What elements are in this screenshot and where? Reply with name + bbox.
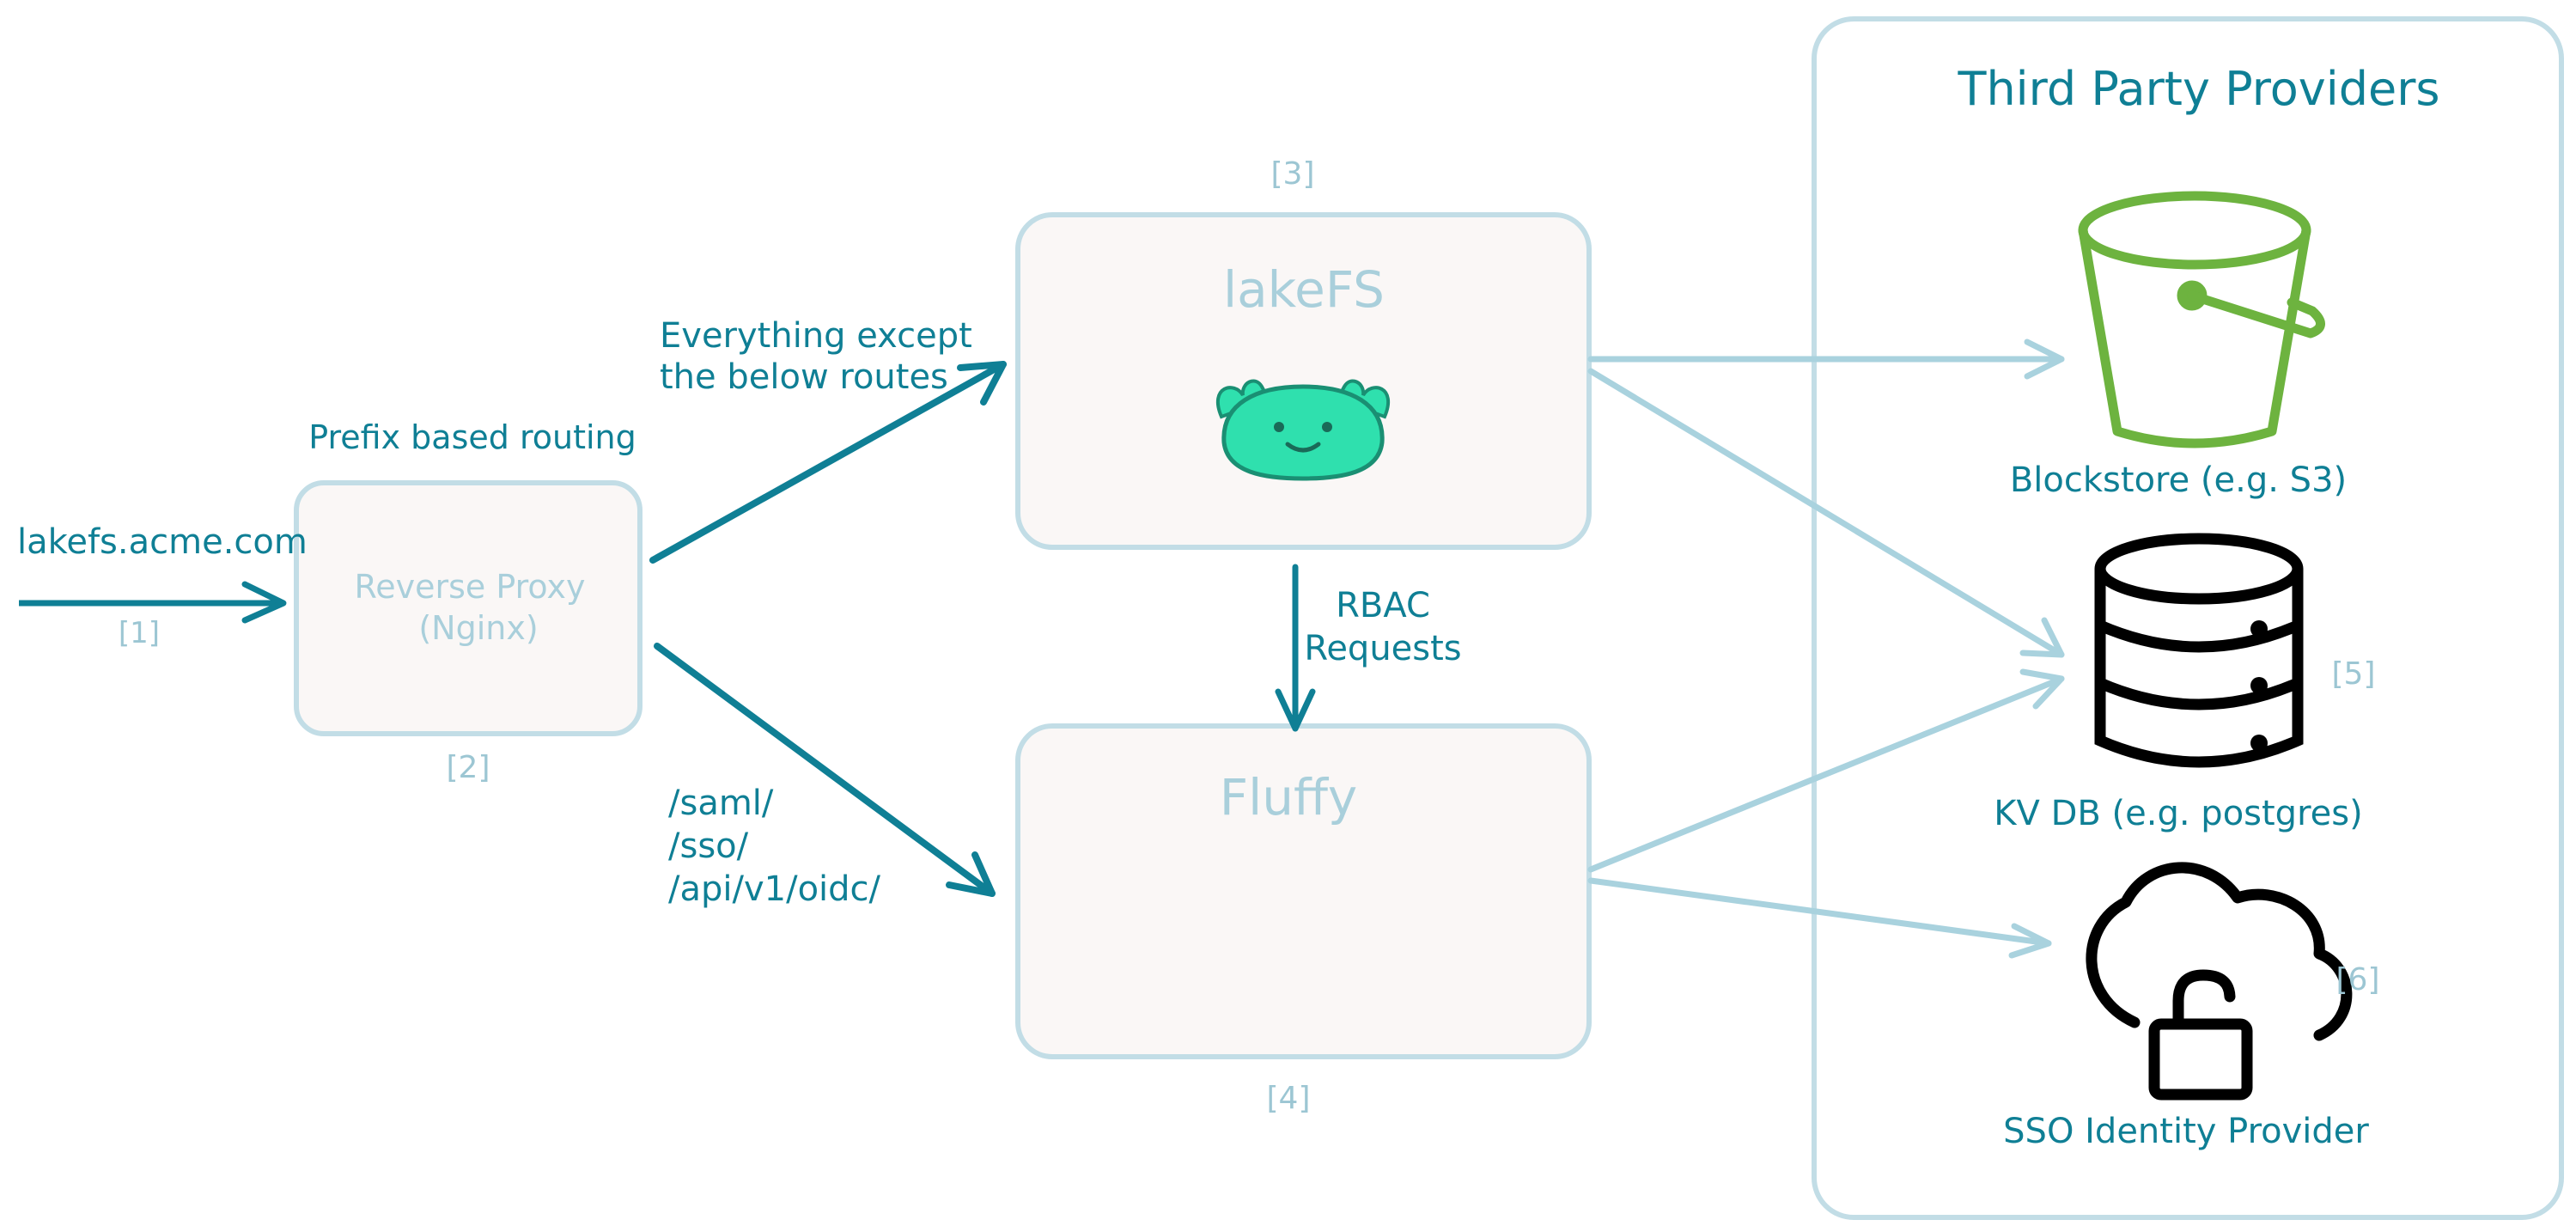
route-sso-label-2: /sso/: [668, 826, 749, 866]
entry-ref: [1]: [119, 616, 160, 650]
route-main-arrow: [649, 361, 1007, 564]
sso-label: SSO Identity Provider: [2003, 1112, 2369, 1151]
database-icon: [2094, 533, 2304, 768]
routing-label: Prefix based routing: [308, 418, 636, 456]
providers-container: [1812, 16, 2564, 1220]
reverse-proxy-title: Reverse Proxy: [355, 568, 586, 606]
fluffy-to-kvdb-arrow: [1587, 675, 2065, 873]
reverse-proxy-node: [294, 480, 642, 736]
fluffy-ref: [4]: [1267, 1081, 1311, 1116]
blockstore-label: Blockstore (e.g. S3): [2010, 460, 2347, 500]
reverse-proxy-ref: [2]: [447, 750, 490, 785]
lakefs-title: lakeFS: [1223, 260, 1385, 319]
route-sso-arrow: [654, 643, 996, 897]
reverse-proxy-subtitle: (Nginx): [418, 609, 538, 647]
fluffy-to-sso-arrow: [1587, 877, 2052, 947]
lakefs-to-kvdb-arrow: [1587, 368, 2065, 658]
bucket-icon: [2078, 191, 2325, 448]
providers-title: Third Party Providers: [1957, 62, 2439, 116]
rbac-label-1: RBAC: [1336, 586, 1430, 625]
route-sso-label-1: /saml/: [668, 784, 774, 823]
route-main-label-1: Everything except: [660, 316, 972, 356]
entry-label: lakefs.acme.com: [17, 522, 308, 562]
route-main-label-2: the below routes: [660, 357, 948, 397]
provider-arrows: [1587, 338, 2065, 959]
fluffy-node: [1015, 723, 1592, 1059]
sso-ref: [6]: [2336, 962, 2380, 997]
lakefs-ref: [3]: [1271, 156, 1315, 192]
route-sso-label-3: /api/v1/oidc/: [668, 869, 881, 909]
rbac-label-2: Requests: [1304, 629, 1461, 668]
cloud-lock-icon: [2086, 862, 2353, 1101]
kvdb-ref: [5]: [2332, 656, 2376, 692]
lakefs-node: [1015, 212, 1592, 550]
fluffy-title: Fluffy: [1220, 768, 1358, 826]
kvdb-label: KV DB (e.g. postgres): [1994, 794, 2362, 833]
axolotl-logo: [1215, 379, 1391, 481]
